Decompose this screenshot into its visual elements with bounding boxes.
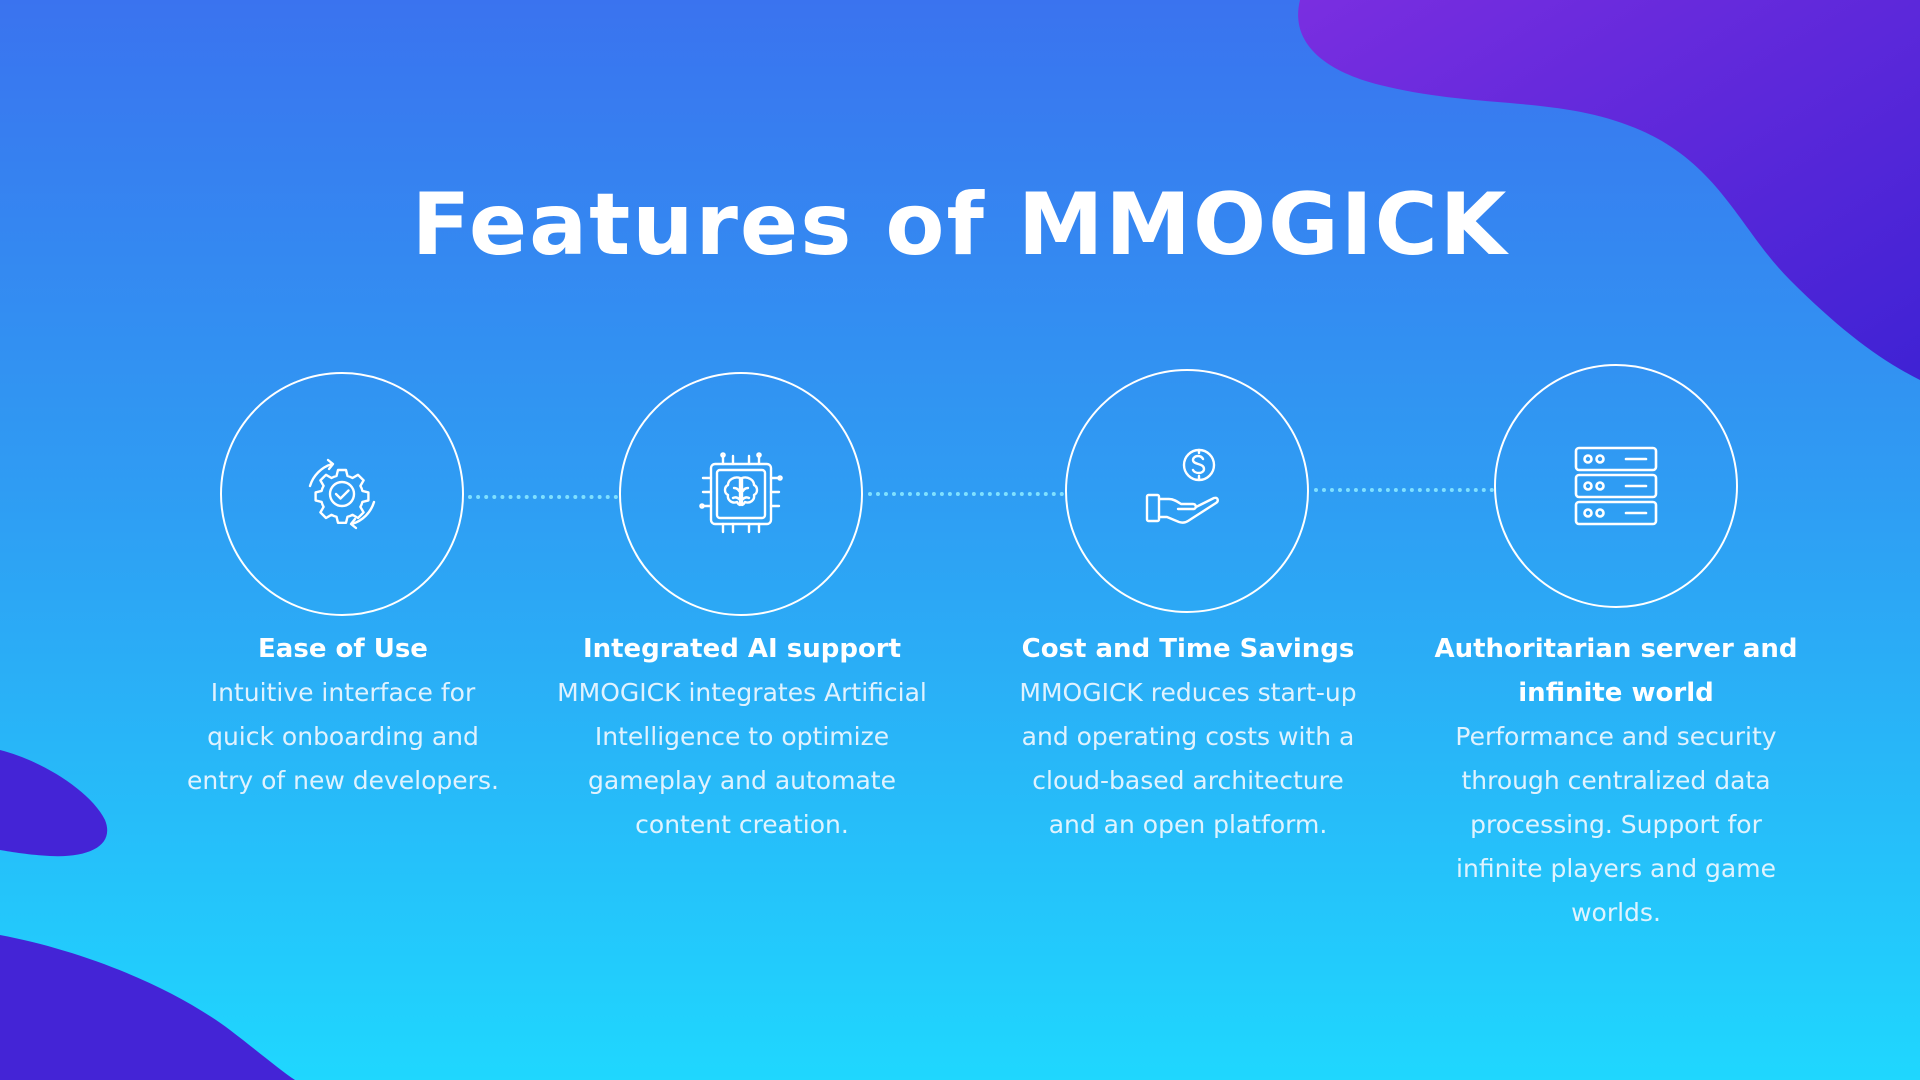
feature-circle-cost-savings [1065, 369, 1309, 613]
feature-cost-savings: Cost and Time Savings MMOGICK reduces st… [1002, 627, 1374, 847]
ai-chip-brain-icon [699, 452, 783, 534]
feature-circle-ai-support [619, 372, 863, 616]
feature-ai-support: Integrated AI support MMOGICK integrates… [547, 627, 937, 847]
blob-bottom-left [0, 935, 295, 1080]
hand-coin-icon [1145, 448, 1219, 524]
feature-title: Cost and Time Savings [1021, 634, 1355, 664]
feature-circle-server [1494, 364, 1738, 608]
feature-description: Performance and security through central… [1455, 722, 1777, 927]
feature-title: Authoritarian server and infinite world [1434, 634, 1798, 708]
feature-description: Intuitive interface for quick onboarding… [187, 678, 499, 795]
feature-description: MMOGICK integrates Artificial Intelligen… [557, 678, 927, 839]
gear-check-icon [308, 458, 376, 530]
feature-title: Integrated AI support [582, 634, 902, 664]
feature-title: Ease of Use [258, 634, 428, 664]
connector-line-1 [468, 495, 618, 499]
blob-left [0, 750, 108, 857]
feature-circle-ease-of-use [220, 372, 464, 616]
page-title: Features of MMOGICK [411, 175, 1509, 275]
server-rack-icon [1574, 446, 1658, 526]
connector-line-2 [868, 492, 1064, 496]
connector-line-3 [1314, 488, 1494, 492]
feature-server: Authoritarian server and infinite world … [1424, 627, 1808, 935]
feature-description: MMOGICK reduces start-up and operating c… [1019, 678, 1357, 839]
feature-ease-of-use: Ease of Use Intuitive interface for quic… [153, 627, 533, 803]
